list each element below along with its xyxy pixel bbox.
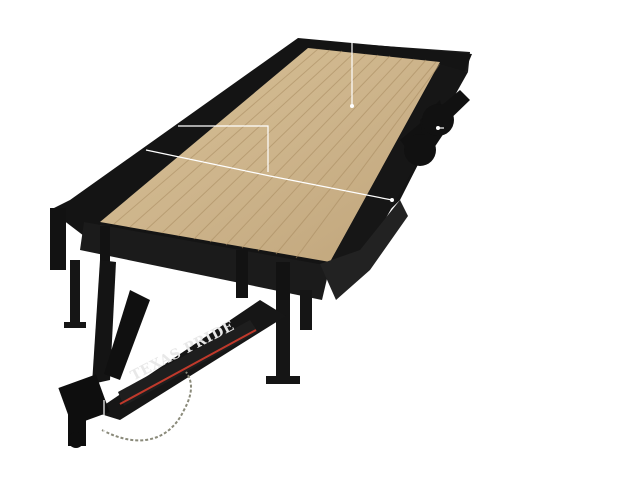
tongue-left [92, 260, 116, 384]
side-rail-front [80, 222, 330, 300]
callout-lines [103, 40, 485, 446]
callout-dots [350, 104, 440, 202]
dovetail-mesh [320, 200, 408, 300]
jack-stands [64, 260, 312, 384]
deck-planks [113, 48, 441, 259]
safety-chain [101, 371, 192, 442]
tongue-brace [104, 290, 150, 380]
decal-red-stripe [119, 329, 257, 405]
coupler [58, 374, 110, 448]
wood-deck [100, 48, 440, 262]
decal-strip [118, 320, 258, 406]
axle-assembly [400, 90, 470, 166]
